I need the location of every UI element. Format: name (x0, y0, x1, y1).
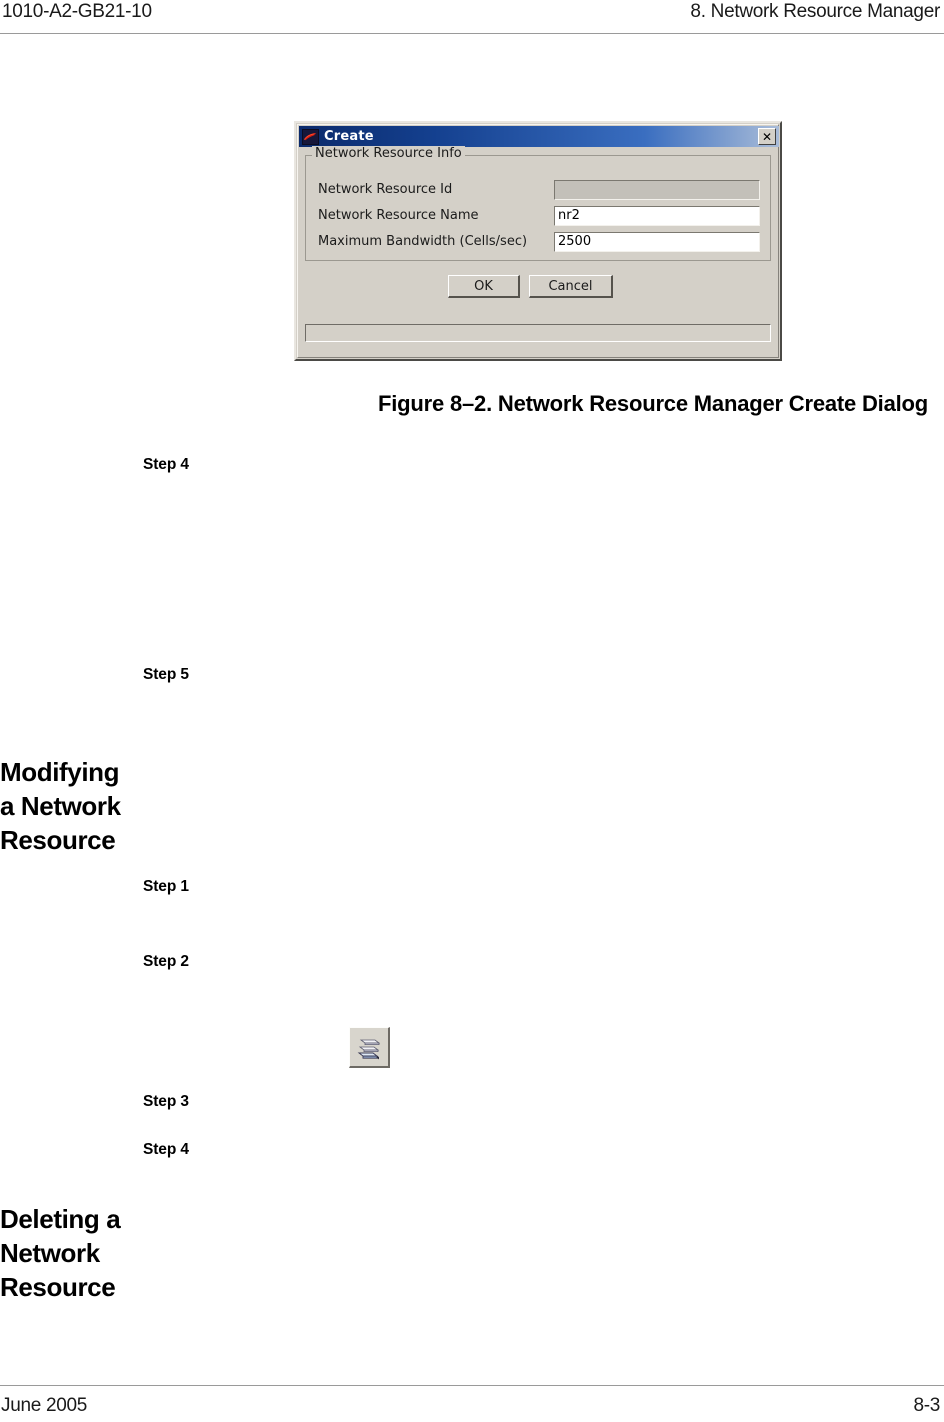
input-network-resource-name[interactable]: nr2 (554, 206, 760, 226)
field-row-maximum-bandwidth: Maximum Bandwidth (Cells/sec) 2500 (306, 232, 770, 253)
input-maximum-bandwidth[interactable]: 2500 (554, 232, 760, 252)
footer-rule (0, 1385, 944, 1386)
ok-button[interactable]: OK (448, 275, 520, 298)
dialog-statusbar (305, 324, 771, 342)
groupbox-legend: Network Resource Info (312, 146, 465, 161)
step-label-4-create: Step 4 (143, 456, 189, 473)
stacked-layers-icon (349, 1027, 390, 1068)
create-dialog-screenshot: Create ✕ Network Resource Info Network R… (294, 121, 782, 361)
header-rule (0, 33, 944, 34)
label-network-resource-id: Network Resource Id (318, 182, 453, 197)
input-network-resource-id (554, 180, 760, 200)
cancel-button[interactable]: Cancel (529, 275, 613, 298)
field-row-network-resource-id: Network Resource Id (306, 180, 770, 201)
step-label-4-modify: Step 4 (143, 1141, 189, 1158)
section-heading-modifying: Modifying a Network Resource (0, 757, 121, 855)
dialog-titlebar[interactable]: Create ✕ (299, 126, 779, 147)
footer-date: June 2005 (1, 1395, 88, 1416)
step-label-3-modify: Step 3 (143, 1093, 189, 1110)
network-resource-info-groupbox: Network Resource Info Network Resource I… (305, 146, 771, 261)
label-maximum-bandwidth: Maximum Bandwidth (Cells/sec) (318, 234, 528, 249)
step-label-2-modify: Step 2 (143, 953, 189, 970)
figure-caption: Figure 8–2. Network Resource Manager Cre… (378, 391, 928, 416)
step-label-5-create: Step 5 (143, 666, 189, 683)
dialog-title: Create (324, 129, 374, 144)
step-label-1-modify: Step 1 (143, 878, 189, 895)
swoosh-icon (302, 128, 319, 145)
close-icon[interactable]: ✕ (758, 128, 776, 145)
header-document-number: 1010-A2-GB21-10 (2, 1, 152, 22)
section-heading-deleting: Deleting a Network Resource (0, 1204, 121, 1302)
label-network-resource-name: Network Resource Name (318, 208, 479, 223)
field-row-network-resource-name: Network Resource Name nr2 (306, 206, 770, 227)
stacked-layers-glyph (353, 1031, 385, 1063)
footer-page-number: 8-3 (913, 1395, 940, 1416)
page-header: 1010-A2-GB21-10 8. Network Resource Mana… (0, 0, 944, 34)
dialog-inner-frame (297, 124, 779, 358)
header-chapter-title: 8. Network Resource Manager (690, 1, 940, 22)
